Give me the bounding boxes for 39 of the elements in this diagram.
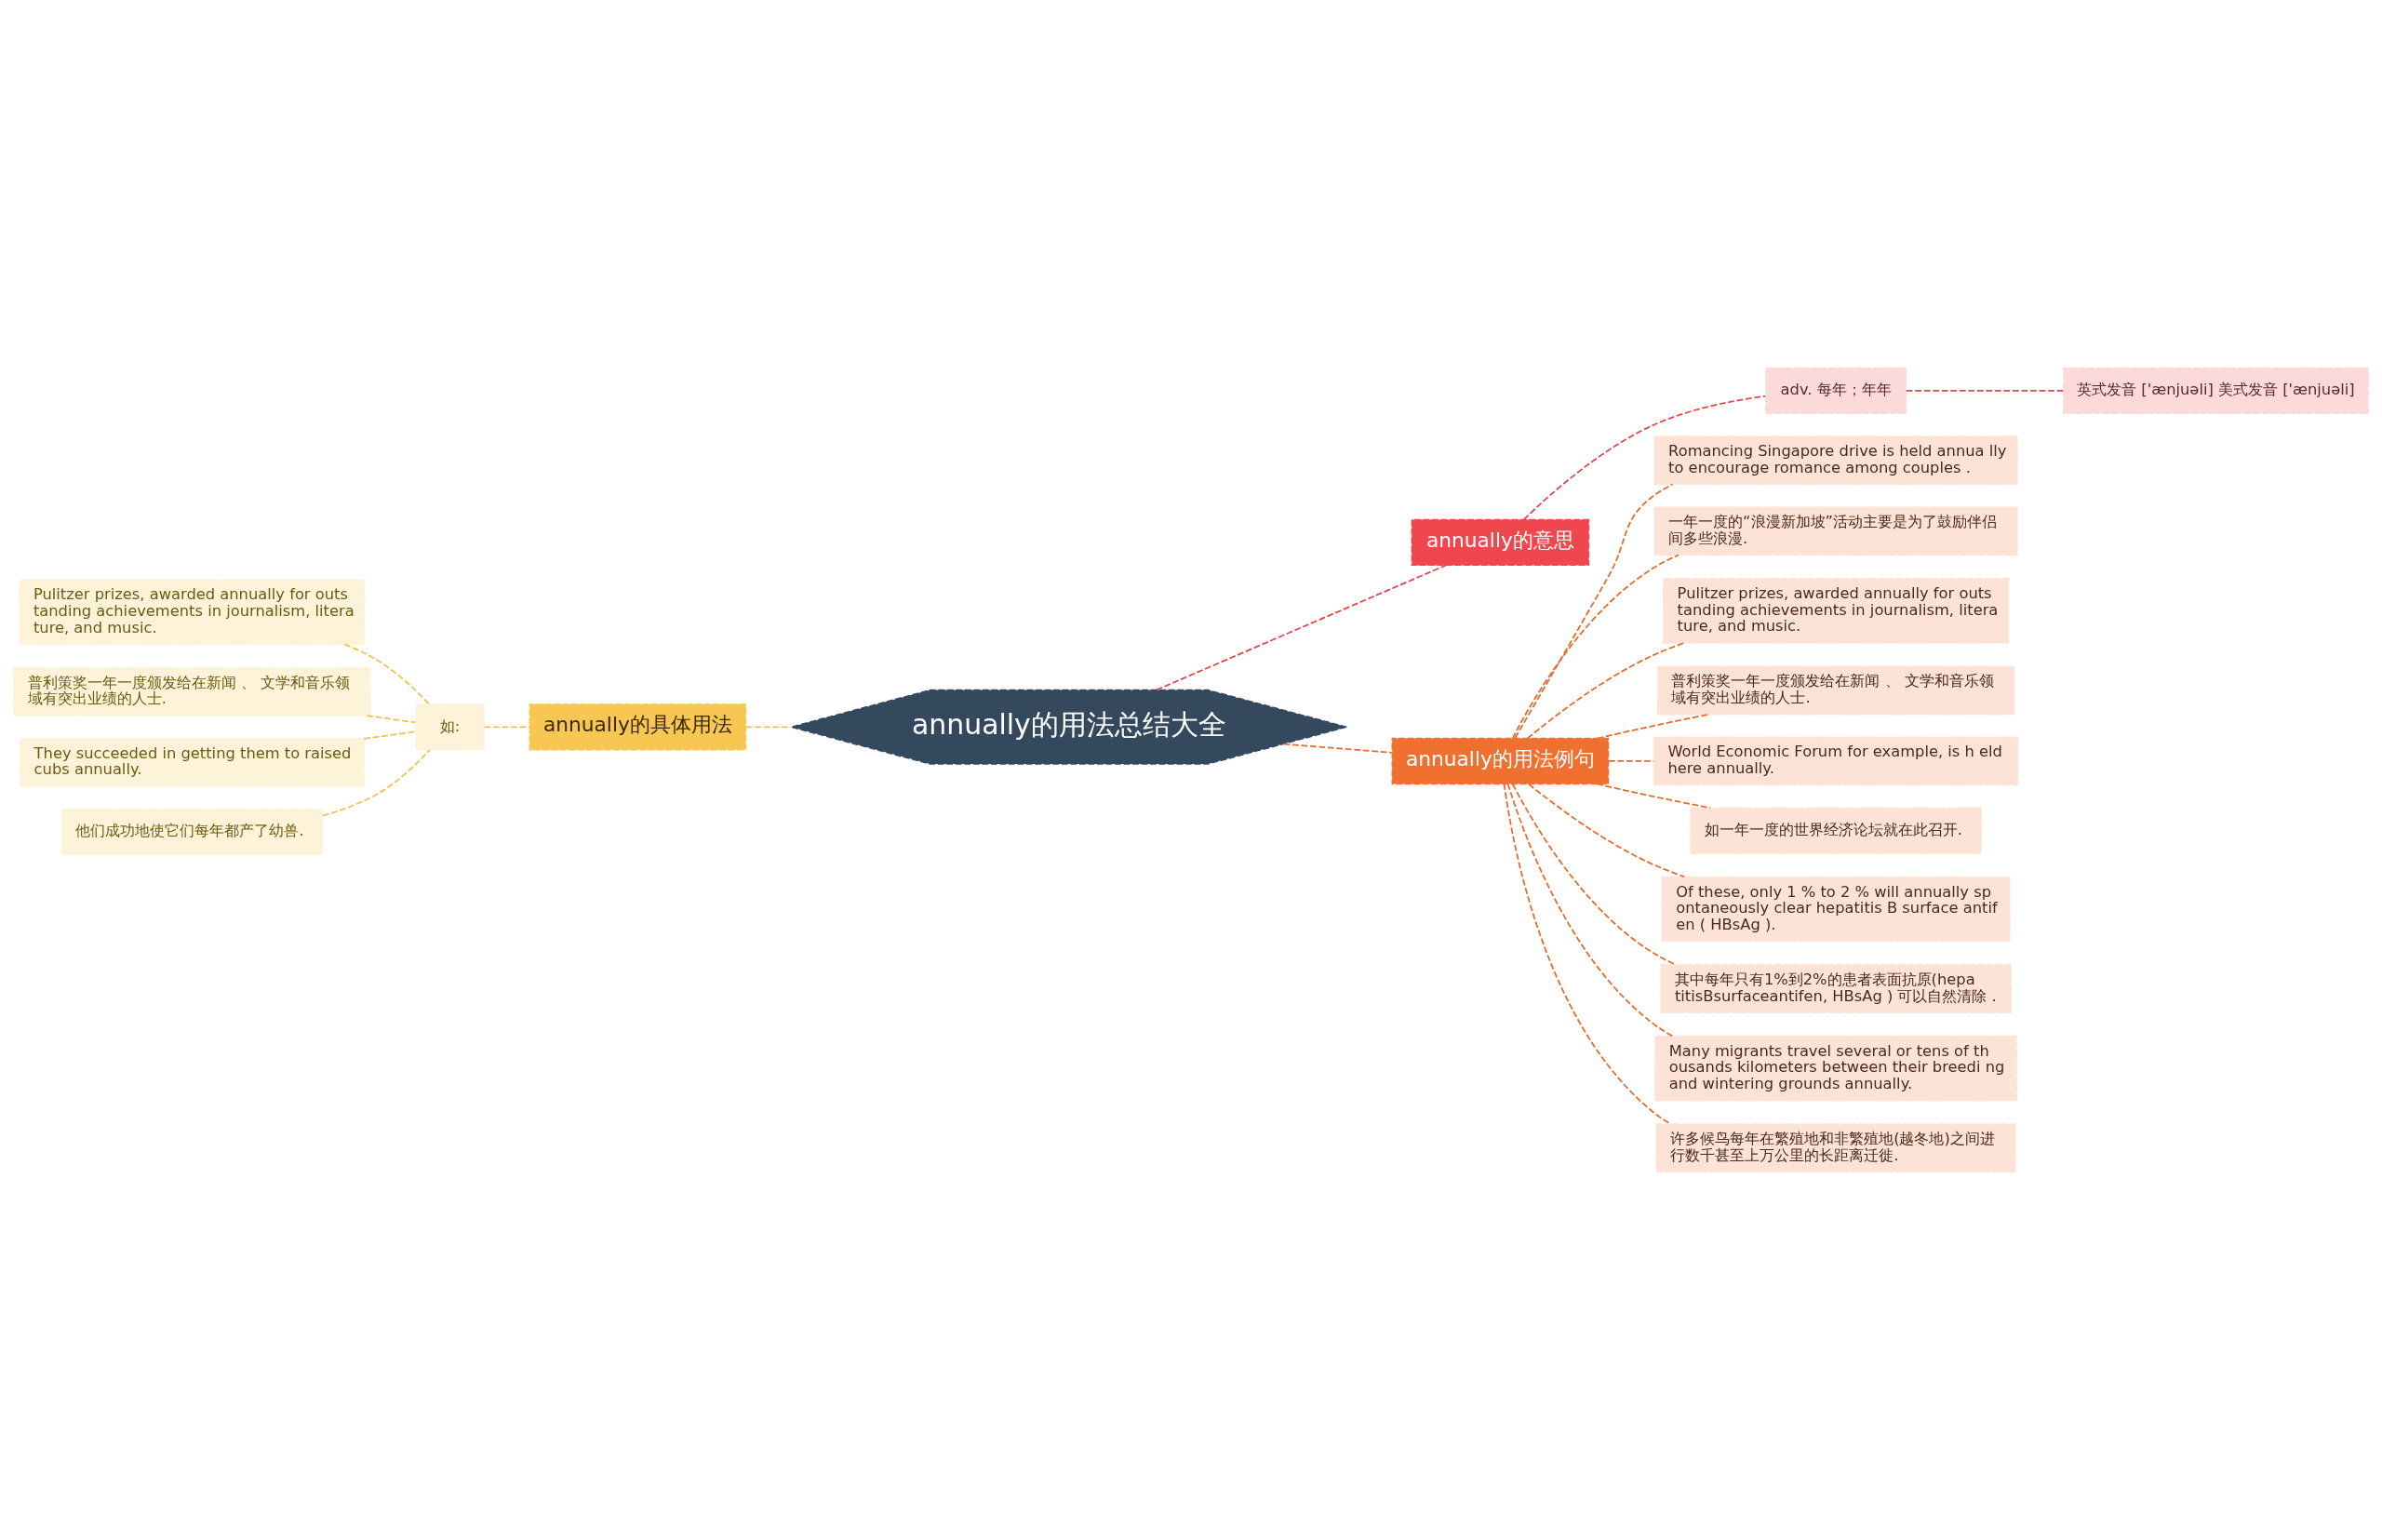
connector [1156, 564, 1447, 691]
node-box: World Economic Forum for example, is h eld here annually. [1653, 736, 2019, 786]
node-box: They succeeded in getting them to raised cubs annually. [20, 737, 365, 787]
connector [744, 726, 793, 729]
connector [1282, 743, 1393, 754]
node-box: 普利策奖一年一度颁发给在新闻 、 文学和音乐领域有突出业绩的人士. [1656, 665, 2015, 716]
node-box: 他们成功地使它们每年都产了幼兽. [60, 808, 324, 856]
connector [1596, 713, 1710, 740]
node-box: 英式发音 ['ænjuəli] 美式发音 ['ænjuəli] [2063, 367, 2369, 415]
connector [1511, 783, 1677, 966]
node-box: adv. 每年；年年 [1765, 367, 1907, 415]
connector [1527, 642, 1685, 740]
connector [1514, 483, 1674, 739]
connector [1528, 783, 1686, 878]
node-box: annually的用法例句 [1391, 737, 1610, 785]
connector [1523, 395, 1767, 521]
connector [366, 715, 417, 724]
node-box: annually的具体用法 [529, 703, 747, 751]
connector [1511, 554, 1679, 740]
node-box: 如: [415, 703, 485, 751]
connector [483, 726, 530, 729]
node-box: Pulitzer prizes, awarded annually for outs tanding achievements in journalism, litera ture, and music. [1663, 578, 2010, 644]
node-box: 如一年一度的世界经济论坛就在此召开. [1690, 807, 1983, 854]
connector [1596, 783, 1711, 810]
node-box: annually的意思 [1411, 518, 1590, 567]
connector [343, 643, 430, 705]
connector [1905, 390, 2065, 392]
connector [321, 749, 431, 817]
node-box: 一年一度的“浪漫新加坡”活动主要是为了鼓励伴侣间多些浪漫. [1653, 506, 2018, 556]
node-box: Romancing Singapore drive is held annua lly to encourage romance among couples . [1653, 435, 2018, 486]
connector [1506, 783, 1674, 1038]
connector [363, 730, 417, 740]
node-box: 许多候鸟每年在繁殖地和非繁殖地(越冬地)之间进行数千甚至上万公里的长距离迁徙. [1655, 1123, 2016, 1173]
node-box: Pulitzer prizes, awarded annually for outs tanding achievements in journalism, litera ture, and music. [19, 579, 366, 645]
connector [1503, 783, 1672, 1125]
node-box: Many migrants travel several or tens of th ousands kilometers between their breedi ng and wintering grounds annually. [1654, 1035, 2018, 1102]
node-box: 其中每年只有1%到2%的患者表面抗原(hepa titisBsurfaceantifen, HBsAg ) 可以自然清除 . [1660, 964, 2012, 1014]
node-box: 普利策奖一年一度颁发给在新闻 、 文学和音乐领域有突出业绩的人士. [13, 666, 371, 716]
node-box: Of these, only 1 % to 2 % will annually sp ontaneously clear hepatitis B surface antif en ( HBsAg ). [1661, 876, 2011, 943]
